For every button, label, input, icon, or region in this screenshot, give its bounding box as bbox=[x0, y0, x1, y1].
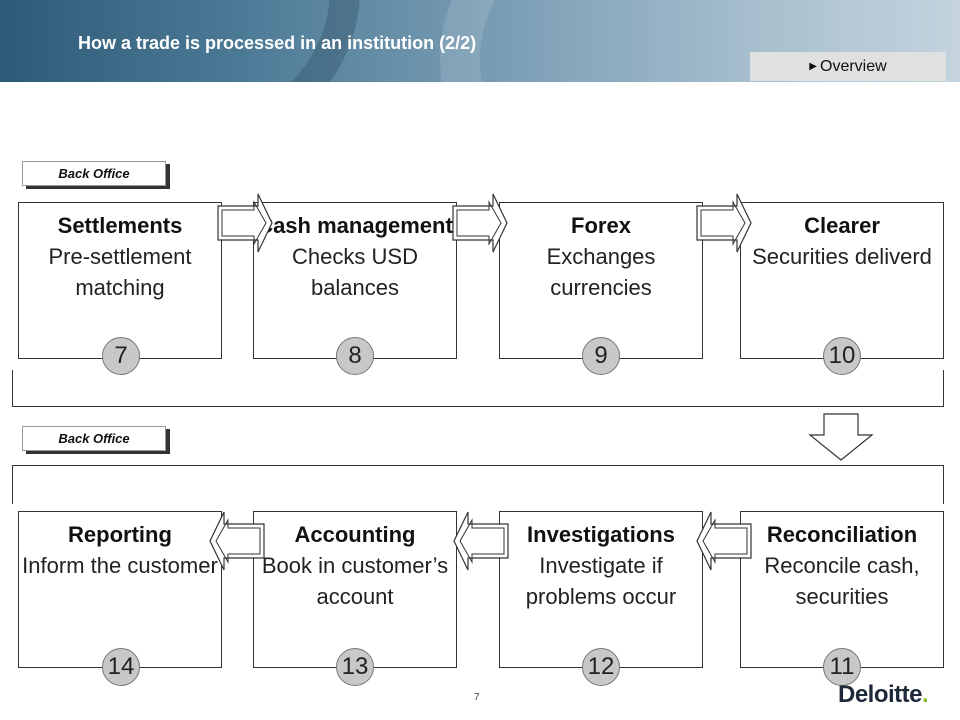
step-description: Reconcile cash, securities bbox=[764, 553, 920, 609]
logo-dot: . bbox=[922, 681, 929, 708]
overview-tab[interactable]: ▶ Overview bbox=[750, 52, 946, 81]
deloitte-logo: Deloitte. bbox=[838, 681, 929, 709]
step-title: Reporting bbox=[68, 522, 172, 547]
overview-tab-label: Overview bbox=[820, 57, 887, 75]
step-box-clearer: Clearer Securities deliverd bbox=[740, 202, 944, 359]
page-title: How a trade is processed in an instituti… bbox=[78, 33, 477, 53]
step-box-investigations: Investigations Investigate if problems o… bbox=[499, 511, 703, 668]
step-number-circle: 11 bbox=[823, 648, 861, 686]
step-box-forex: Forex Exchanges currencies bbox=[499, 202, 703, 359]
bottom-row-bracket bbox=[12, 465, 944, 504]
step-description: Inform the customer bbox=[22, 553, 218, 578]
step-number-circle: 9 bbox=[582, 337, 620, 375]
step-title: Clearer bbox=[804, 213, 880, 238]
step-description: Securities deliverd bbox=[752, 244, 932, 269]
step-box-settlements: Settlements Pre-settlement matching bbox=[18, 202, 222, 359]
step-title: Accounting bbox=[294, 522, 416, 547]
step-description: Pre-settlement matching bbox=[48, 244, 192, 300]
step-title: Cash management bbox=[257, 213, 453, 238]
right-arrow-icon bbox=[696, 193, 752, 253]
step-box-cash-management: Cash management Checks USD balances bbox=[253, 202, 457, 359]
step-title: Reconciliation bbox=[766, 522, 918, 547]
step-number-circle: 14 bbox=[102, 648, 140, 686]
step-title: Settlements bbox=[57, 213, 183, 238]
step-box-reporting: Reporting Inform the customer bbox=[18, 511, 222, 668]
play-triangle-icon: ▶ bbox=[809, 61, 817, 72]
step-box-reconciliation: Reconciliation Reconcile cash, securitie… bbox=[740, 511, 944, 668]
left-arrow-icon bbox=[209, 511, 265, 571]
right-arrow-icon bbox=[452, 193, 508, 253]
step-description: Investigate if problems occur bbox=[525, 553, 677, 609]
logo-text: Deloitte bbox=[838, 681, 923, 708]
step-number-circle: 7 bbox=[102, 337, 140, 375]
step-box-accounting: Accounting Book in customer’s account bbox=[253, 511, 457, 668]
step-title: Forex bbox=[571, 213, 631, 238]
step-number-circle: 10 bbox=[823, 337, 861, 375]
back-office-tag-bottom: Back Office bbox=[22, 426, 166, 451]
top-row-bracket bbox=[12, 370, 944, 407]
right-arrow-icon bbox=[217, 193, 273, 253]
page-number: 7 bbox=[474, 692, 480, 703]
step-description: Checks USD balances bbox=[292, 244, 418, 300]
step-number-circle: 13 bbox=[336, 648, 374, 686]
step-number-circle: 8 bbox=[336, 337, 374, 375]
down-arrow-icon bbox=[808, 413, 874, 461]
header-banner: How a trade is processed in an instituti… bbox=[0, 0, 960, 82]
step-number-circle: 12 bbox=[582, 648, 620, 686]
back-office-tag-top: Back Office bbox=[22, 161, 166, 186]
header-swirl-decoration bbox=[440, 0, 960, 82]
left-arrow-icon bbox=[453, 511, 509, 571]
step-description: Exchanges currencies bbox=[546, 244, 656, 300]
left-arrow-icon bbox=[696, 511, 752, 571]
step-description: Book in customer’s account bbox=[261, 553, 449, 609]
step-title: Investigations bbox=[527, 522, 675, 547]
